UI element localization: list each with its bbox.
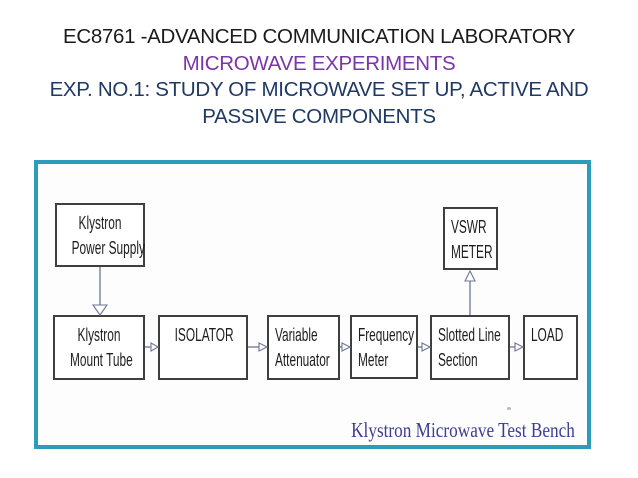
slide-title: EC8761 -ADVANCED COMMUNICATION LABORATOR… xyxy=(0,24,638,130)
block-label: Klystron Power Supply xyxy=(71,213,145,258)
block-label: Klystron Mount Tube xyxy=(69,325,133,370)
block-label: Variable Attenuator xyxy=(274,325,330,370)
title-line-subject: MICROWAVE EXPERIMENTS xyxy=(182,51,456,75)
block-label: ISOLATOR xyxy=(174,325,234,345)
block-klystron-mount-tube: Klystron Mount Tube xyxy=(53,315,145,380)
diagram-caption: Klystron Microwave Test Bench xyxy=(351,418,575,442)
title-line-course: EC8761 -ADVANCED COMMUNICATION LABORATOR… xyxy=(62,25,576,48)
block-klystron-power-supply: Klystron Power Supply xyxy=(55,203,145,267)
block-isolator: ISOLATOR xyxy=(158,315,248,380)
block-label: Slotted Line Section xyxy=(437,325,501,370)
smudge-artifact xyxy=(507,407,511,410)
block-vswr-meter: VSWR METER xyxy=(443,207,498,270)
block-variable-attenuator: Variable Attenuator xyxy=(267,315,340,380)
block-frequency-meter: Frequency Meter xyxy=(350,315,418,379)
block-label: LOAD xyxy=(530,325,564,345)
title-line-experiment: EXP. NO.1: STUDY OF MICROWAVE SET UP, AC… xyxy=(49,78,589,101)
block-label: Frequency Meter xyxy=(357,325,415,370)
title-line-experiment2: PASSIVE COMPONENTS xyxy=(202,104,436,128)
block-load: LOAD xyxy=(523,315,578,380)
block-slotted-line-section: Slotted Line Section xyxy=(430,315,510,380)
block-label: VSWR METER xyxy=(450,217,493,262)
